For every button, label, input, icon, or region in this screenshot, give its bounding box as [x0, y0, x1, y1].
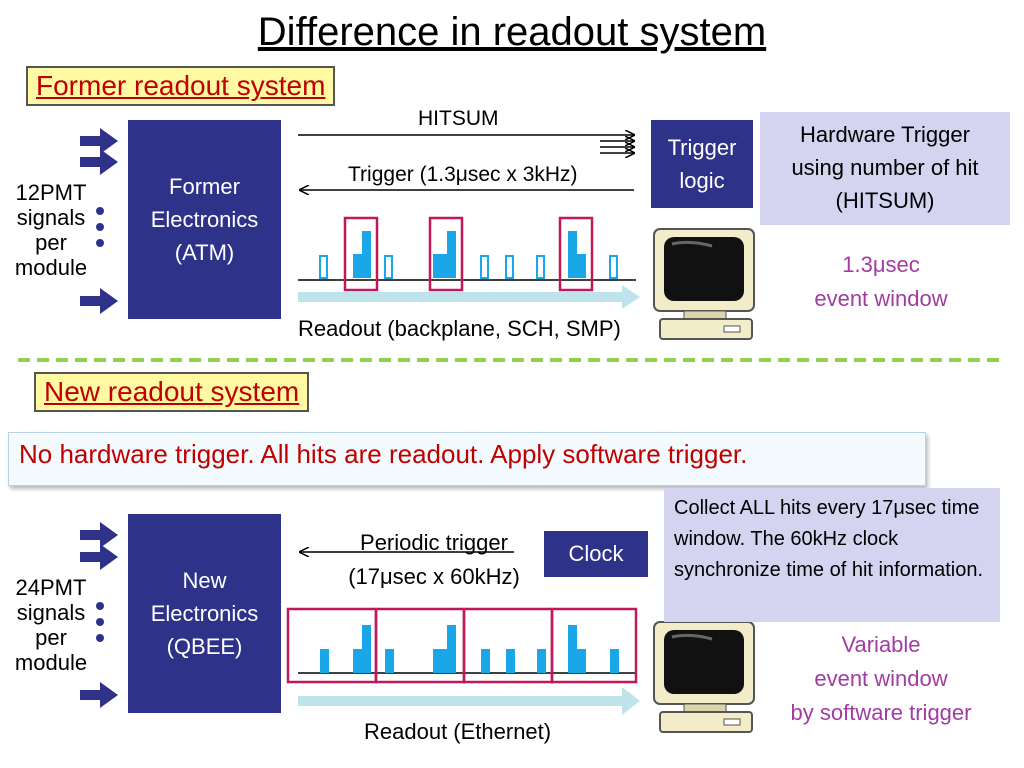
input-arrow-icon [80, 522, 118, 548]
event-window [428, 216, 464, 292]
hitsum-arrows [298, 135, 634, 153]
pulse [362, 231, 371, 278]
new-window-note: Variable event window by software trigge… [790, 632, 972, 725]
dot-icon [96, 223, 104, 231]
former-readout-label: Readout (backplane, SCH, SMP) [298, 316, 621, 341]
hardware-trigger-info-box: Hardware Trigger using number of hit (HI… [760, 112, 1010, 225]
trigger-logic-box: Trigger logic [651, 120, 753, 208]
new-input-arrows [80, 522, 118, 708]
new-pmt-label: 24PMT signals per module [14, 575, 88, 675]
new-readout-arrow [298, 687, 640, 715]
pulse [609, 255, 618, 279]
pulse [610, 649, 619, 673]
periodic-trigger-label: Periodic trigger (17μsec x 60kHz) [348, 530, 520, 589]
input-arrow-icon [80, 288, 118, 314]
former-pmt-label: 12PMT signals per module [14, 180, 88, 280]
computer-icon-former [653, 228, 755, 340]
pulse [353, 649, 362, 673]
input-arrow-icon [80, 682, 118, 708]
pulse [506, 649, 515, 673]
pulse [320, 649, 329, 673]
clock-box: Clock [544, 531, 648, 577]
new-pulses [320, 625, 619, 673]
dot-icon [96, 239, 104, 247]
pulse [433, 254, 447, 278]
pulse [353, 254, 362, 278]
dot-icon [96, 618, 104, 626]
pulse [319, 255, 328, 279]
new-electronics-box: New Electronics (QBEE) [128, 514, 281, 713]
input-arrow-icon [80, 544, 118, 570]
pulse [537, 649, 546, 673]
dot-icon [96, 602, 104, 610]
pulse [384, 255, 393, 279]
dot-icon [96, 207, 104, 215]
new-readout-label: Readout (Ethernet) [364, 719, 552, 744]
former-pulses [319, 231, 618, 279]
dot-icon [96, 634, 104, 642]
pulse [433, 649, 447, 673]
pulse [568, 625, 577, 673]
collect-all-hits-info-box: Collect ALL hits every 17μsec time windo… [664, 488, 1000, 622]
hitsum-label: HITSUM [418, 107, 499, 130]
former-input-arrows [80, 128, 118, 314]
pulse [385, 649, 394, 673]
page-title: Difference in readout system [257, 10, 767, 54]
pulse [536, 255, 545, 279]
pulse [362, 625, 371, 673]
new-event-windows [286, 607, 638, 684]
pulse [480, 255, 489, 279]
former-event-windows [343, 216, 594, 292]
trigger-signal-label: Trigger (1.3μsec x 3kHz) [348, 163, 578, 186]
input-arrow-icon [80, 149, 118, 175]
pulse [447, 231, 456, 278]
former-section-label: Former readout system [26, 66, 336, 106]
pulse [577, 254, 586, 278]
new-section-label: New readout system [34, 372, 310, 412]
former-readout-arrow [298, 285, 640, 309]
pulse [447, 625, 456, 673]
event-window [343, 216, 379, 292]
no-hardware-trigger-banner: No hardware trigger. All hits are readou… [8, 432, 926, 486]
computer-icon-new [653, 621, 755, 733]
event-window [550, 607, 638, 684]
event-window [558, 216, 594, 292]
pulse [481, 649, 490, 673]
pulse [577, 649, 586, 673]
input-arrow-icon [80, 128, 118, 154]
pulse [505, 255, 514, 279]
former-electronics-box: Former Electronics (ATM) [128, 120, 281, 319]
pulse [568, 231, 577, 278]
former-window-note: 1.3μsec event window [814, 252, 948, 311]
